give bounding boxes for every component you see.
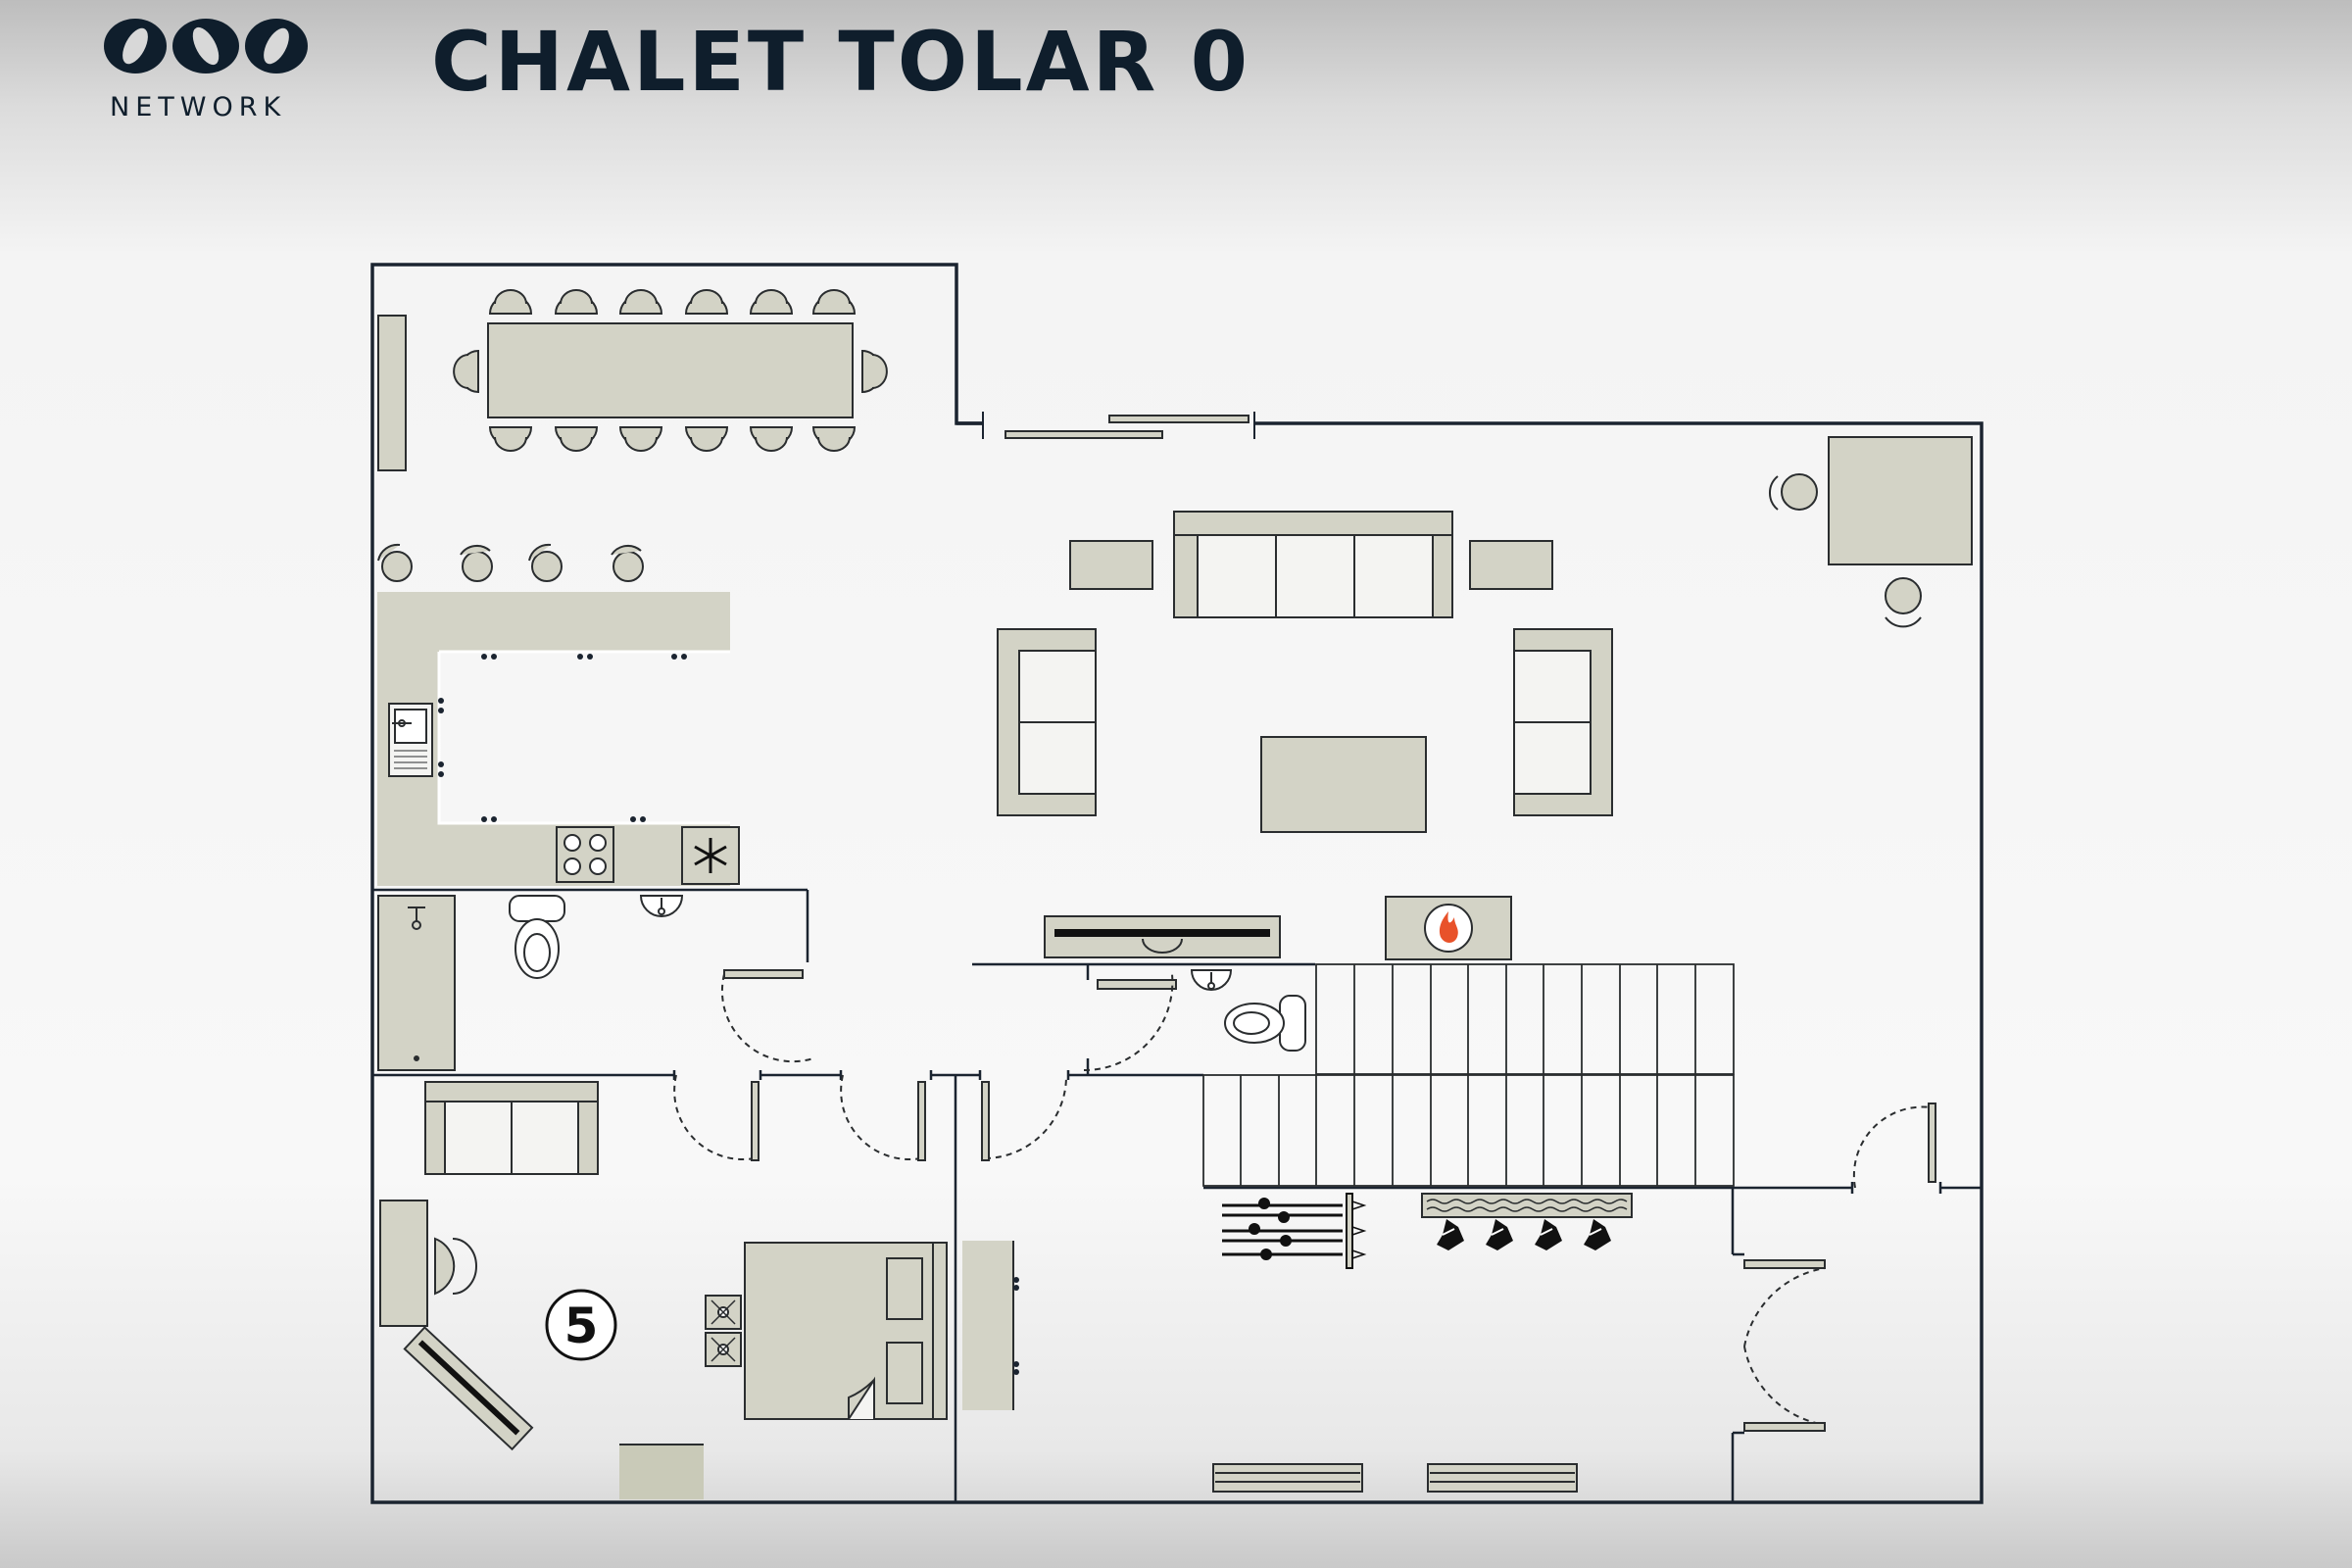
hob-icon[interactable] <box>556 826 614 883</box>
sofa-icon[interactable] <box>1173 511 1453 618</box>
room-number-badge: 5 <box>545 1289 617 1361</box>
side-table-right <box>1469 540 1553 590</box>
armchair-icon[interactable] <box>1513 628 1613 816</box>
outer-walls <box>370 263 1984 1504</box>
room-number: 5 <box>564 1298 599 1354</box>
wc-shelf <box>1097 979 1177 990</box>
wardrobe <box>962 1241 1019 1410</box>
interior-walls <box>372 888 1982 1502</box>
bathtub-icon[interactable] <box>377 895 456 1071</box>
fireplace-icon[interactable] <box>1385 896 1512 960</box>
sideboard <box>377 315 407 471</box>
bar-stools[interactable] <box>377 543 644 582</box>
dining-table-icon[interactable] <box>453 289 888 452</box>
toilet-icon[interactable] <box>1224 995 1306 1052</box>
washbasin-icon[interactable] <box>639 895 684 917</box>
side-table-left <box>1069 540 1153 590</box>
page-title: CHALET TOLAR 0 <box>431 14 1251 110</box>
armchair-icon[interactable] <box>997 628 1097 816</box>
desk-chair[interactable] <box>434 1237 477 1296</box>
door-swing-icon[interactable] <box>673 973 1932 1426</box>
washbasin-icon[interactable] <box>1190 969 1233 991</box>
radiator-icon <box>1212 1463 1578 1493</box>
ski-rack-icon[interactable] <box>1222 1193 1367 1269</box>
toilet-icon[interactable] <box>509 895 565 979</box>
logo-text: NETWORK <box>110 92 287 122</box>
sofa-icon[interactable] <box>424 1081 599 1175</box>
logo-mark-icon <box>104 19 308 74</box>
desk <box>379 1200 428 1327</box>
low-cabinet <box>619 1445 704 1499</box>
coffee-table-icon[interactable] <box>1260 736 1427 833</box>
door-leaves <box>723 969 1936 1432</box>
boot-rack-icon[interactable] <box>1421 1193 1633 1250</box>
bed-icon[interactable] <box>744 1242 948 1420</box>
nightstand <box>705 1295 742 1367</box>
tv-icon[interactable] <box>403 1326 534 1451</box>
tv-icon[interactable] <box>1044 915 1281 958</box>
brand-logo[interactable]: NETWORK <box>98 10 323 122</box>
staircase-icon <box>1202 963 1735 1187</box>
fridge-snowflake-icon[interactable] <box>681 826 740 885</box>
corner-table[interactable] <box>1768 436 1973 628</box>
sink-icon[interactable] <box>388 703 433 777</box>
sliding-door-icon[interactable] <box>1004 415 1250 439</box>
